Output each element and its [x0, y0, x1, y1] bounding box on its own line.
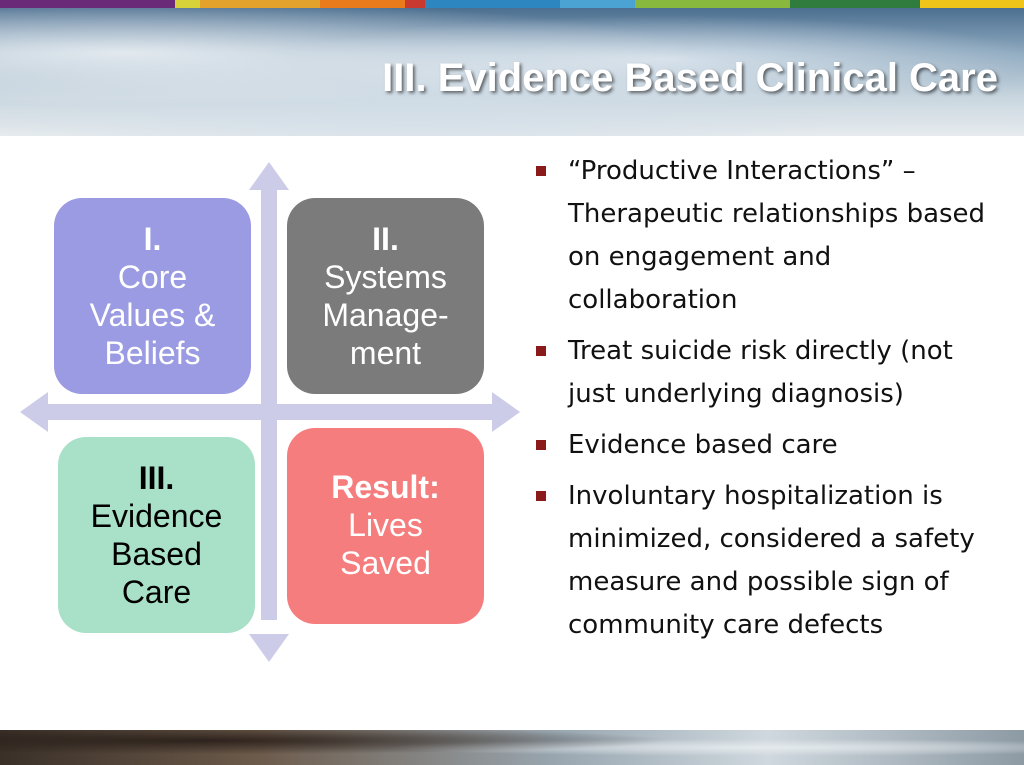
square-bullet-icon: [536, 491, 546, 501]
quadrant-systems-management: II. Systems Manage- ment: [287, 198, 484, 394]
arrow-right-icon: [492, 392, 520, 432]
bullet-item: Treat suicide risk directly (not just un…: [534, 330, 1004, 416]
quadrant-line: Manage-: [322, 297, 449, 333]
quadrant-diagram: I. Core Values & Beliefs II. Systems Man…: [0, 140, 530, 680]
header-banner: III. Evidence Based Clinical Care: [0, 8, 1024, 136]
bullet-text: “Productive Interactions” – Therapeutic …: [568, 156, 986, 315]
quadrant-result: Result: Lives Saved: [287, 428, 484, 624]
crossed-arrows: [20, 162, 520, 662]
vertical-arrow-shaft: [261, 184, 277, 620]
strip-segment: [320, 0, 405, 8]
arrow-down-icon: [249, 634, 289, 662]
quadrant-line: Saved: [340, 545, 431, 581]
strip-segment: [175, 0, 200, 8]
bullet-text: Involuntary hospitalization is minimized…: [568, 481, 975, 640]
strip-segment: [635, 0, 790, 8]
strip-segment: [425, 0, 560, 8]
bullet-item: Evidence based care: [534, 424, 1004, 467]
quadrant-line: Beliefs: [104, 335, 201, 371]
quadrant-line: Evidence: [90, 498, 223, 534]
bullet-list: “Productive Interactions” – Therapeutic …: [534, 150, 1004, 655]
arrow-left-icon: [20, 392, 48, 432]
strip-segment: [560, 0, 635, 8]
strip-segment: [405, 0, 425, 8]
quadrant-number: I.: [143, 221, 162, 257]
bullet-text: Treat suicide risk directly (not just un…: [568, 336, 953, 409]
slide-title: III. Evidence Based Clinical Care: [382, 56, 998, 100]
quadrant-core-values: I. Core Values & Beliefs: [54, 198, 251, 394]
color-strip: [0, 0, 1024, 8]
quadrant-number: II.: [372, 221, 399, 257]
strip-segment: [790, 0, 920, 8]
strip-segment: [200, 0, 320, 8]
quadrant-line: Systems: [324, 259, 447, 295]
quadrant-line: Based: [111, 536, 202, 572]
quadrant-line: Values &: [89, 297, 216, 333]
quadrant-number: III.: [138, 460, 175, 496]
square-bullet-icon: [536, 166, 546, 176]
quadrant-line: Core: [117, 259, 188, 295]
bullet-item: Involuntary hospitalization is minimized…: [534, 475, 1004, 647]
arrow-up-icon: [249, 162, 289, 190]
footer-banner: [0, 730, 1024, 765]
quadrant-evidence-based-care: III. Evidence Based Care: [58, 437, 255, 633]
square-bullet-icon: [536, 346, 546, 356]
quadrant-line: Lives: [348, 507, 423, 543]
quadrant-line: Care: [121, 574, 192, 610]
quadrant-number: Result:: [331, 469, 440, 505]
strip-segment: [0, 0, 175, 8]
square-bullet-icon: [536, 440, 546, 450]
bullet-item: “Productive Interactions” – Therapeutic …: [534, 150, 1004, 322]
bullet-text: Evidence based care: [568, 430, 838, 460]
horizontal-arrow-shaft: [44, 404, 496, 420]
strip-segment: [920, 0, 1024, 8]
quadrant-line: ment: [349, 335, 422, 371]
